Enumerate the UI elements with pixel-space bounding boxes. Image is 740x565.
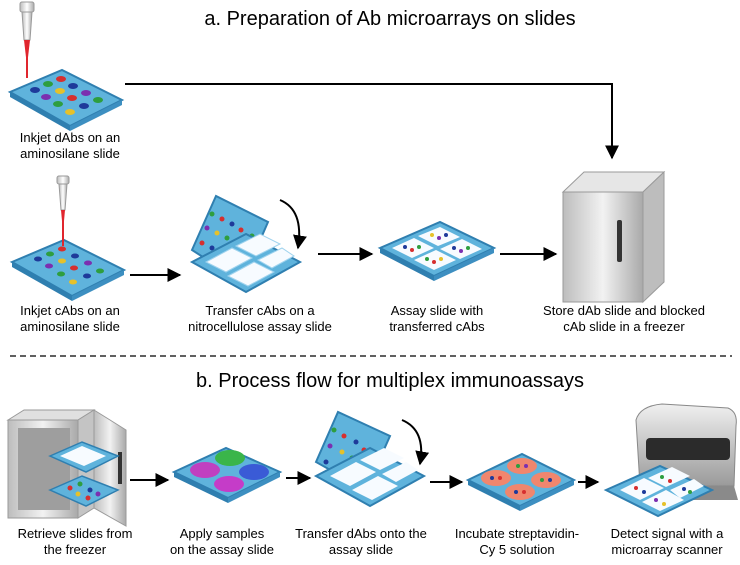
caption-inkjet-dabs: Inkjet dAbs on an aminosilane slide	[2, 130, 138, 162]
spot-array-dab	[30, 76, 103, 115]
scanner-icon	[603, 403, 738, 518]
transfer-cab-slides	[189, 194, 307, 294]
caption-incubate: Incubate streptavidin- Cy 5 solution	[442, 526, 592, 558]
spot-array-assay	[403, 233, 470, 264]
caption-line: cAb slide in a freezer	[563, 319, 685, 334]
caption-line: Cy 5 solution	[479, 542, 555, 557]
caption-line: Inkjet dAbs on an	[19, 130, 121, 145]
caption-line: aminosilane slide	[20, 319, 120, 334]
incubation-slide	[465, 452, 577, 511]
caption-assay-slide: Assay slide with transferred cAbs	[362, 303, 512, 335]
arrow-dab-to-freezer	[125, 83, 619, 160]
caption-line: Assay slide with	[390, 303, 484, 318]
caption-line: Transfer cAbs on a	[205, 303, 315, 318]
assay-slide-cabs	[377, 220, 497, 281]
caption-transfer-cabs: Transfer cAbs on a nitrocellulose assay …	[172, 303, 348, 335]
cab-inkjet-slide	[9, 238, 127, 301]
open-freezer-icon	[6, 409, 127, 527]
pipette-icon-dab	[19, 1, 35, 78]
caption-line: the freezer	[43, 542, 107, 557]
caption-line: microarray scanner	[611, 542, 723, 557]
sample-slide	[171, 446, 283, 503]
caption-line: assay slide	[328, 542, 394, 557]
caption-detect-signal: Detect signal with a microarray scanner	[594, 526, 740, 558]
caption-line: Detect signal with a	[610, 526, 724, 541]
caption-line: Incubate streptavidin-	[454, 526, 580, 541]
caption-line: transferred cAbs	[389, 319, 485, 334]
caption-line: Transfer dAbs onto the	[295, 526, 427, 541]
section-a-title: a. Preparation of Ab microarrays on slid…	[204, 8, 576, 30]
caption-line: Inkjet cAbs on an	[20, 303, 120, 318]
caption-store-freezer: Store dAb slide and blocked cAb slide in…	[516, 303, 732, 335]
caption-apply-samples: Apply samples on the assay slide	[160, 526, 284, 558]
dab-inkjet-slide	[7, 68, 125, 131]
caption-line: on the assay slide	[169, 542, 275, 557]
caption-line: aminosilane slide	[20, 146, 120, 161]
transfer-dab-slides	[313, 410, 430, 508]
caption-line: Retrieve slides from	[17, 526, 133, 541]
caption-retrieve-slides: Retrieve slides from the freezer	[0, 526, 150, 558]
freezer-icon	[561, 170, 666, 304]
caption-line: Apply samples	[179, 526, 265, 541]
caption-inkjet-cabs: Inkjet cAbs on an aminosilane slide	[2, 303, 138, 335]
caption-line: Store dAb slide and blocked	[543, 303, 705, 318]
section-b-title: b. Process flow for multiplex immunoassa…	[196, 370, 584, 392]
caption-transfer-dabs: Transfer dAbs onto the assay slide	[286, 526, 436, 558]
spot-array-cab	[34, 246, 104, 285]
pipette-icon-cab	[56, 175, 70, 246]
caption-line: nitrocellulose assay slide	[188, 319, 332, 334]
